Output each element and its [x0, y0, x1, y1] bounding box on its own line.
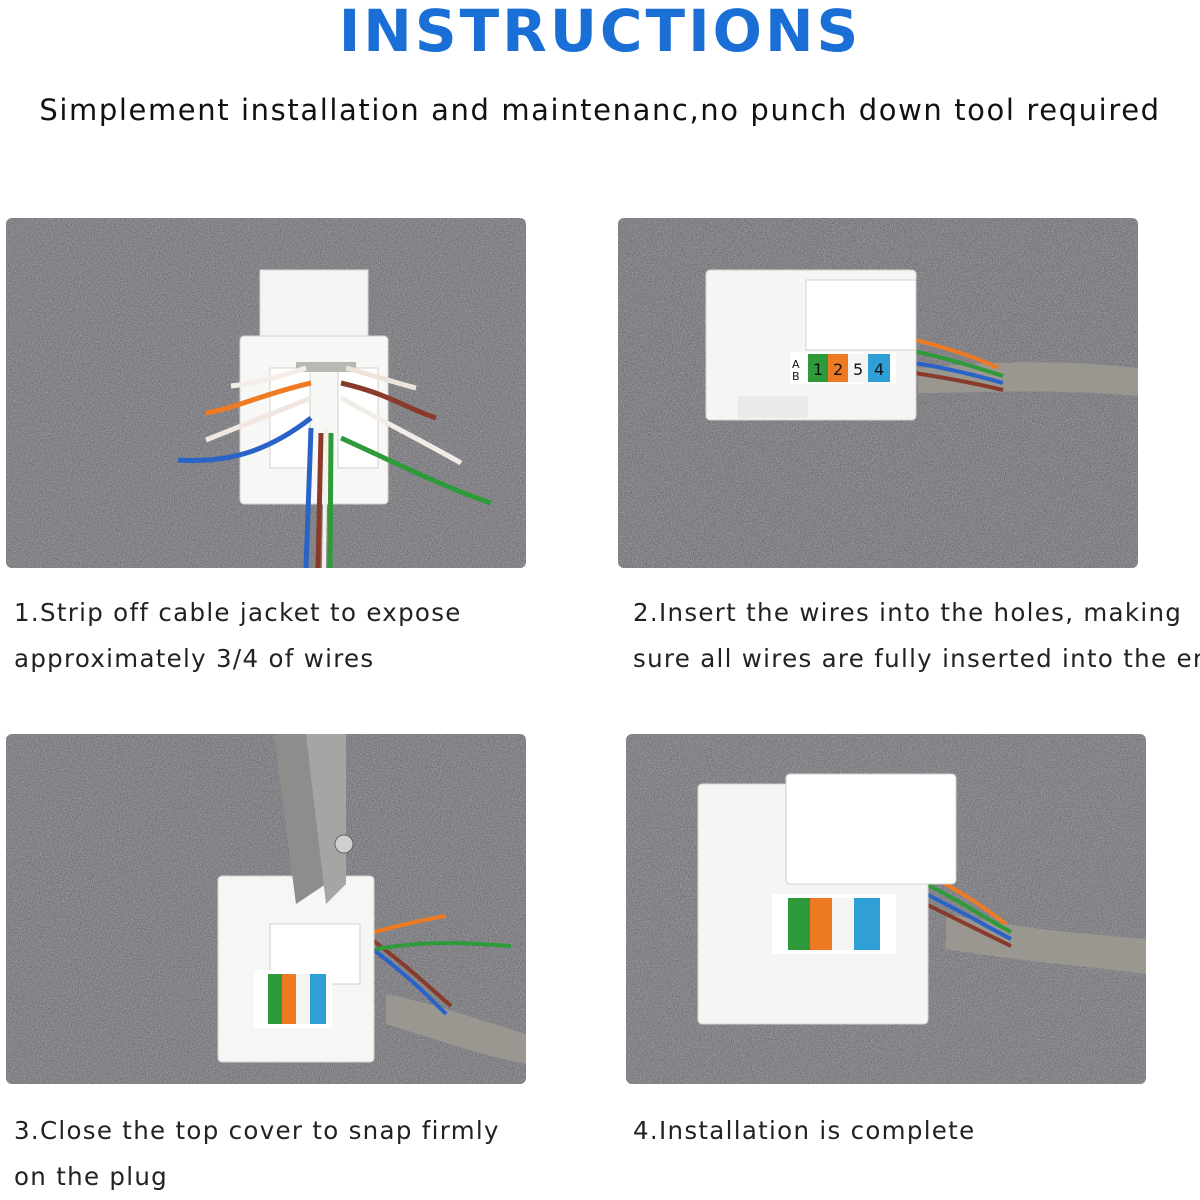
label-number-5: 5 — [853, 360, 863, 379]
step-3-caption: 3.Close the top cover to snap firmly on … — [14, 1108, 500, 1200]
label-letter-a: A — [792, 358, 800, 371]
keystone-jack-pliers-closing-photo — [6, 734, 526, 1084]
step-4-photo — [626, 734, 1146, 1084]
step-2-caption: 2.Insert the wires into the holes, makin… — [633, 590, 1200, 682]
step-3-caption-line-2: on the plug — [14, 1162, 169, 1191]
step-2-photo: A B 1 2 5 4 — [618, 218, 1138, 568]
step-1-caption: 1.Strip off cable jacket to expose appro… — [14, 590, 462, 682]
keystone-jack-wires-inserted-photo: A B 1 2 5 4 — [618, 218, 1138, 568]
step-4-caption: 4.Installation is complete — [633, 1108, 975, 1154]
step-3-caption-line-1: 3.Close the top cover to snap firmly — [14, 1116, 500, 1145]
step-1-caption-line-2: approximately 3/4 of wires — [14, 644, 375, 673]
page-title: INSTRUCTIONS — [338, 0, 862, 65]
label-number-2: 2 — [833, 360, 843, 379]
step-1-caption-line-1: 1.Strip off cable jacket to expose — [14, 598, 462, 627]
step-2-caption-line-1: 2.Insert the wires into the holes, makin… — [633, 598, 1183, 627]
keystone-jack-installed-photo — [626, 734, 1146, 1084]
step-4-caption-line-1: 4.Installation is complete — [633, 1116, 976, 1145]
label-number-1: 1 — [813, 360, 823, 379]
step-2-caption-line-2: sure all wires are fully inserted into t… — [633, 644, 1200, 673]
step-1-photo — [6, 218, 526, 568]
label-letter-b: B — [792, 370, 800, 383]
page-subtitle: Simplement installation and maintenanc,n… — [39, 93, 1161, 127]
label-number-4: 4 — [874, 360, 884, 379]
keystone-jack-stripped-wires-photo — [6, 218, 526, 568]
step-3-photo — [6, 734, 526, 1084]
